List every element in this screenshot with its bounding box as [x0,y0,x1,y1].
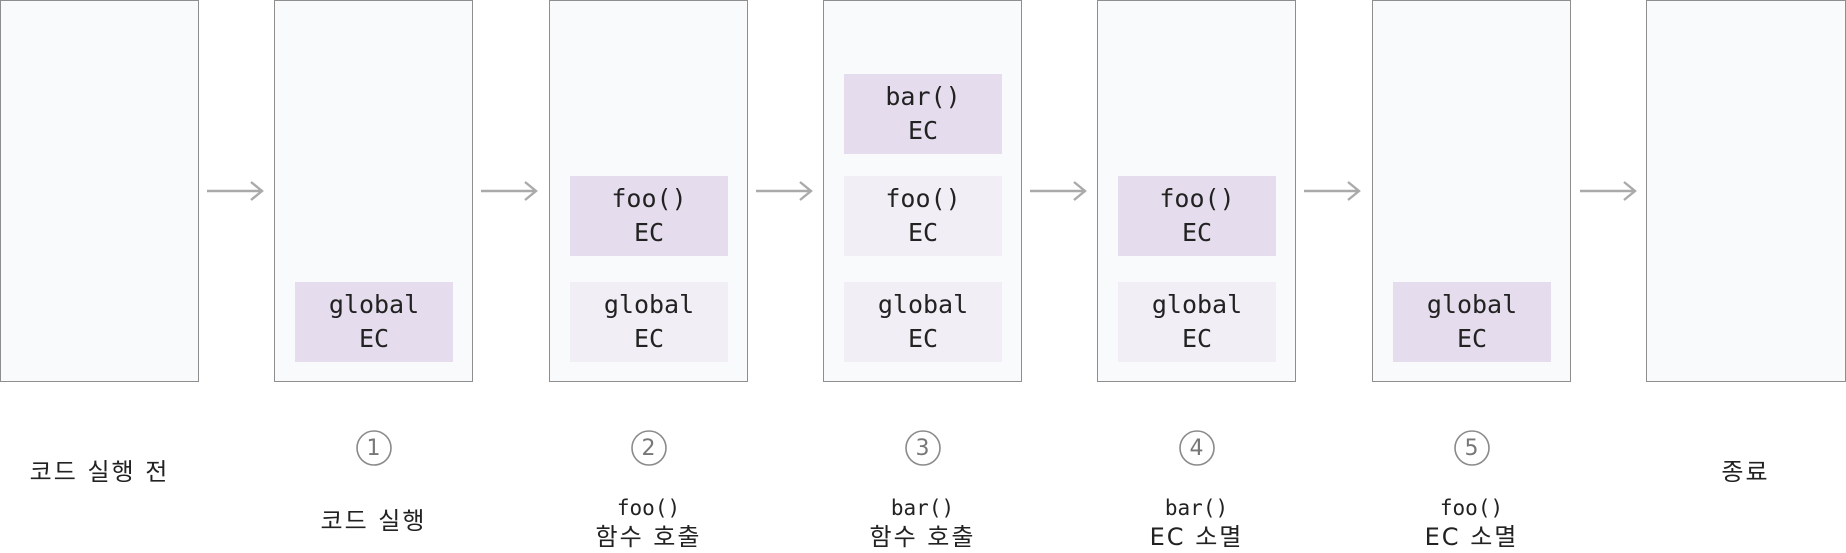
stage-caption: bar() EC 소멸 [1097,494,1297,552]
arrow-right-icon [1302,180,1362,202]
step-number-circle: 4 [1177,428,1217,468]
arrow-right-icon [205,180,265,202]
ec-name: foo() [611,184,687,213]
step-circle-icon [1453,430,1490,466]
ec-label: EC [1181,218,1213,247]
caption-code: foo() [1439,496,1504,520]
caption-code: bar() [1164,496,1229,520]
stage-caption: 코드 실행 전 [0,457,200,487]
ec-label: EC [907,324,939,353]
step-number: 3 [915,435,930,461]
ec-name: bar() [885,82,961,111]
ec-label: EC [907,218,939,247]
arrow-right-icon [1578,180,1638,202]
ec-name: global [1426,290,1518,319]
stage-box [1646,0,1846,382]
caption-text: 함수 호출 [595,523,702,551]
ec-name: global [328,290,420,319]
stage-caption: foo() 함수 호출 [549,494,749,552]
caption-text: 함수 호출 [869,523,976,551]
caption-text: EC 소멸 [1149,523,1244,551]
ec-label: EC [633,324,665,353]
execution-context-block: foo() EC [570,176,728,256]
step-number-circle: 1 [354,428,394,468]
arrow-right-icon [1028,180,1088,202]
ec-label: EC [1456,324,1488,353]
step-number: 4 [1189,435,1204,461]
caption-code: bar() [890,496,955,520]
stage-caption: 코드 실행 [274,506,474,536]
step-circle-icon [1178,430,1215,466]
caption-code: foo() [616,496,681,520]
ec-label: EC [1181,324,1213,353]
execution-context-block: bar() EC [844,74,1002,154]
execution-context-block: foo() EC [1118,176,1276,256]
ec-label: EC [907,116,939,145]
stage-caption: 종료 [1646,457,1846,487]
step-circle-icon [904,430,941,466]
ec-name: global [603,290,695,319]
step-number: 2 [641,435,656,461]
ec-name: foo() [1159,184,1235,213]
ec-label: EC [358,324,390,353]
arrow-right-icon [754,180,814,202]
step-number-circle: 2 [629,428,669,468]
caption-text: 코드 실행 [320,507,427,535]
step-circle-icon [355,430,392,466]
ec-label: EC [633,218,665,247]
stage-box [0,0,199,382]
ec-name: global [877,290,969,319]
step-circle-icon [630,430,667,466]
execution-context-block: foo() EC [844,176,1002,256]
step-number-circle: 3 [903,428,943,468]
step-number-circle: 5 [1452,428,1492,468]
step-number: 5 [1464,435,1479,461]
step-number: 1 [366,435,381,461]
caption-text: 코드 실행 전 [29,458,170,486]
stage-caption: foo() EC 소멸 [1372,494,1572,552]
caption-text: 종료 [1721,458,1770,486]
arrow-right-icon [479,180,539,202]
stage-caption: bar() 함수 호출 [823,494,1023,552]
ec-name: foo() [885,184,961,213]
ec-name: global [1151,290,1243,319]
caption-text: EC 소멸 [1424,523,1519,551]
